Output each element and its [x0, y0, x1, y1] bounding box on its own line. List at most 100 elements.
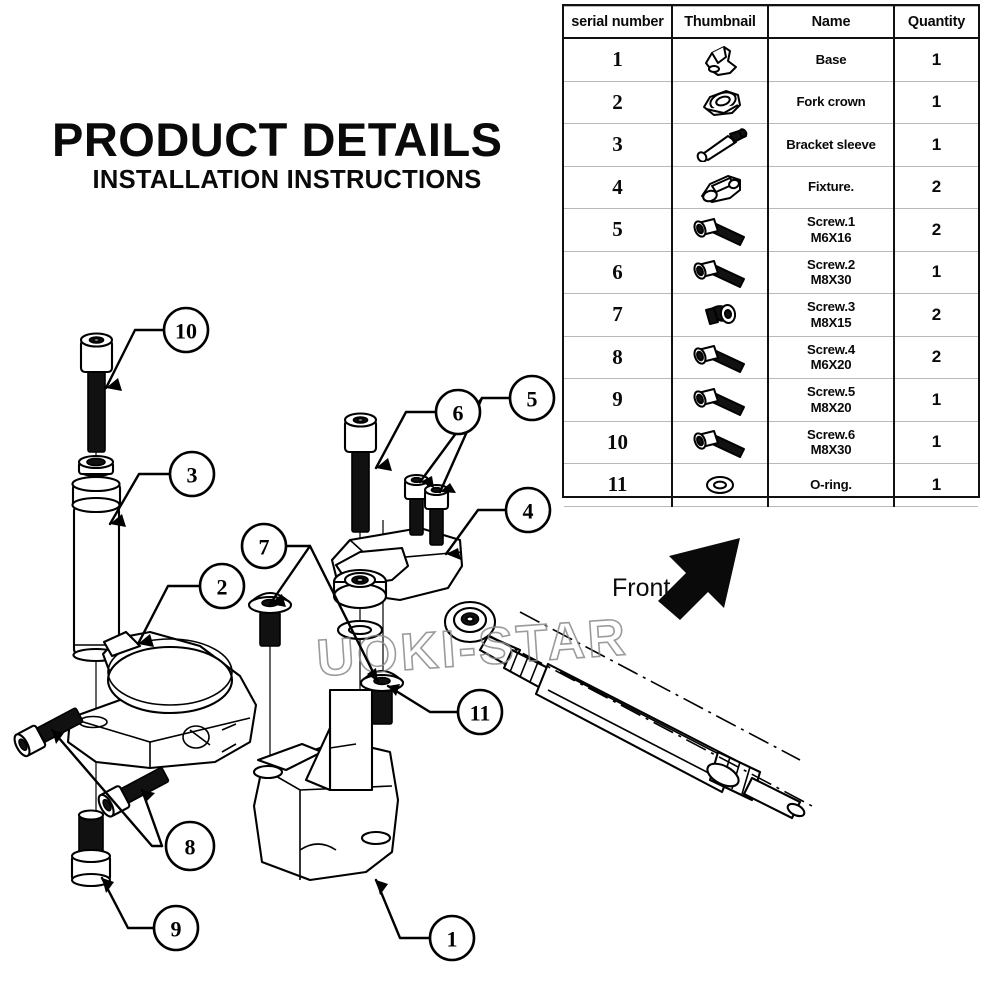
part-name-primary: Screw.3 — [807, 299, 855, 315]
table-row: 3 Bracket sleeve 1 — [564, 123, 978, 167]
callout-leaders — [50, 328, 512, 940]
cell-serial-number: 2 — [564, 80, 673, 124]
part-name-primary: Screw.5 — [807, 384, 855, 400]
part-screw-4-m6x20 — [13, 707, 170, 818]
cell-quantity: 1 — [893, 420, 978, 464]
cell-serial-number: 8 — [564, 335, 673, 379]
callout-bubble — [164, 820, 216, 872]
cell-serial-number: 5 — [564, 208, 673, 252]
callout-4: 4 — [504, 486, 552, 534]
part-name-spec: M8X15 — [810, 314, 852, 330]
cell-name: O-ring. — [767, 463, 895, 507]
part-fork-crown — [66, 630, 258, 770]
callout-bubble — [508, 374, 556, 422]
sleeve-thumb-icon — [696, 128, 748, 162]
cell-quantity: 1 — [893, 80, 978, 124]
callout-bubble — [434, 388, 482, 436]
col-header-thumbnail: Thumbnail — [671, 6, 769, 39]
cell-quantity: 1 — [893, 123, 978, 167]
cell-thumbnail — [671, 165, 769, 209]
callout-number: 7 — [259, 535, 270, 560]
cell-quantity: 2 — [893, 208, 978, 252]
callout-bubble — [152, 904, 200, 952]
cell-name: Base — [767, 37, 895, 82]
callout-number: 6 — [453, 401, 464, 426]
cell-serial-number: 3 — [564, 123, 673, 167]
callout-number: 11 — [470, 701, 491, 726]
part-screw-5-m8x20 — [70, 809, 112, 888]
callout-number: 5 — [527, 387, 538, 412]
callout-number: 9 — [171, 917, 182, 942]
callout-number: 2 — [217, 575, 228, 600]
callout-number: 1 — [447, 927, 458, 952]
callout-bubble — [456, 688, 504, 736]
part-base — [252, 688, 400, 882]
callout-2: 2 — [198, 562, 246, 610]
cell-serial-number: 7 — [564, 293, 673, 337]
part-name-spec: M6X16 — [810, 229, 852, 245]
callout-9: 9 — [152, 904, 200, 952]
callout-bubble — [240, 522, 288, 570]
callout-number: 10 — [175, 319, 197, 344]
col-header-quantity: Quantity — [893, 6, 978, 39]
part-name-primary: O-ring. — [810, 476, 852, 492]
part-name-spec: M8X30 — [810, 272, 852, 288]
callout-1: 1 — [428, 914, 476, 962]
screw-thumb-icon — [693, 260, 745, 289]
cell-thumbnail — [671, 80, 769, 124]
cell-quantity: 2 — [893, 293, 978, 337]
part-bracket-sleeve — [71, 400, 122, 880]
callout-number: 8 — [185, 835, 196, 860]
part-name-spec: M8X30 — [810, 442, 852, 458]
front-label: Front — [612, 574, 671, 602]
part-screw-6-m8x30 — [79, 332, 114, 453]
col-header-serial: serial number — [564, 6, 673, 39]
watermark-text: UOKI-STAR — [315, 608, 630, 688]
cell-thumbnail — [671, 123, 769, 167]
part-name-primary: Screw.2 — [807, 256, 855, 272]
callout-bubble — [198, 562, 246, 610]
callout-bubble — [504, 486, 552, 534]
fork-crown-thumb-icon — [703, 90, 741, 117]
callout-11: 11 — [456, 688, 504, 736]
cell-thumbnail — [671, 420, 769, 464]
page-subtitle: INSTALLATION INSTRUCTIONS — [92, 166, 482, 194]
cell-serial-number: 4 — [564, 165, 673, 209]
cell-quantity: 1 — [893, 250, 978, 294]
fixture-thumb-icon — [701, 175, 741, 204]
col-header-name: Name — [767, 6, 895, 39]
o-ring-thumb-icon — [706, 475, 734, 494]
callout-7: 7 — [240, 522, 288, 570]
callout-number: 4 — [523, 499, 534, 524]
part-o-ring — [336, 619, 384, 641]
cell-quantity: 1 — [893, 463, 978, 507]
screw-thumb-icon — [693, 345, 745, 374]
screw-thumb-icon — [693, 217, 745, 246]
part-name-primary: Fork crown — [796, 94, 866, 110]
callout-6: 6 — [434, 388, 482, 436]
part-name-primary: Bracket sleeve — [786, 136, 876, 152]
screw-thumb-icon — [693, 387, 745, 416]
arrow-up-right-icon — [658, 538, 740, 620]
cell-name: Fixture. — [767, 165, 895, 209]
part-name-primary: Base — [815, 51, 847, 67]
base-thumb-icon — [705, 45, 737, 76]
watermark: UOKI-STAR — [314, 608, 631, 689]
cell-thumbnail — [671, 37, 769, 82]
callout-10: 10 — [162, 306, 210, 354]
cell-thumbnail — [671, 293, 769, 337]
part-name-primary: Fixture. — [807, 179, 855, 195]
cell-serial-number: 10 — [564, 420, 673, 464]
cell-name: Bracket sleeve — [767, 123, 895, 167]
